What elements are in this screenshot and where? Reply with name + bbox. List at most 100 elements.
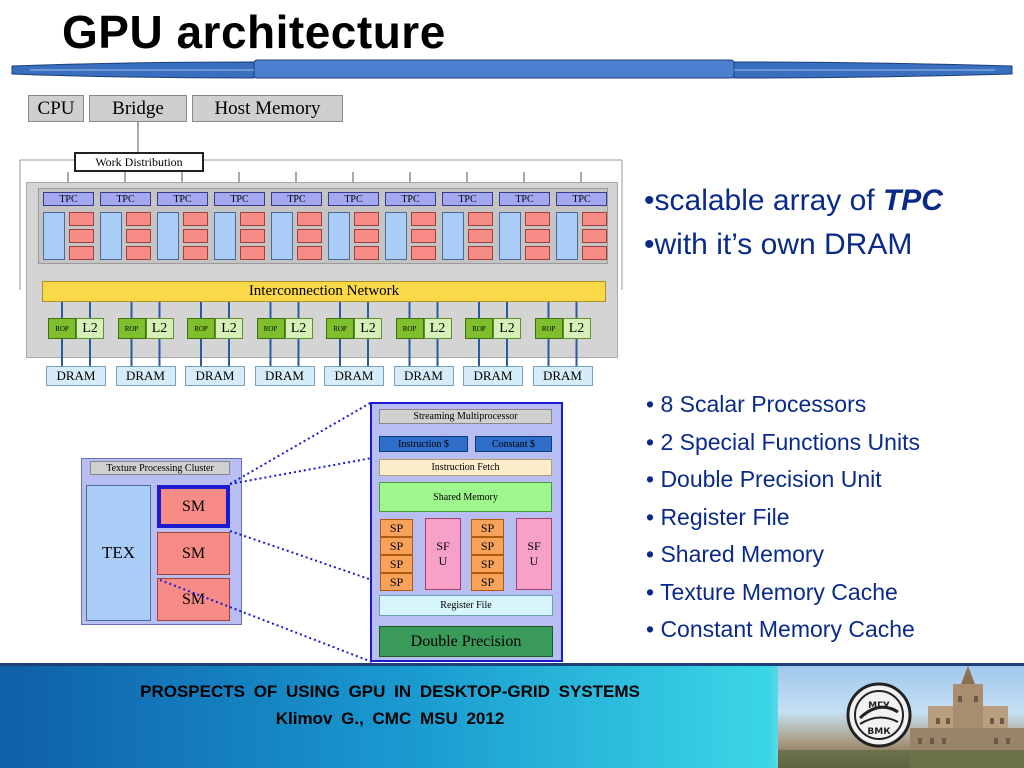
- tpc-sm-block: [525, 212, 550, 226]
- sp-unit: SP: [471, 555, 504, 573]
- tpc-sm-block: [411, 229, 436, 243]
- tpc-sm-block: [183, 212, 208, 226]
- feature-item: • Register File: [646, 503, 790, 530]
- tpc-unit: TPC: [556, 192, 607, 262]
- feature-item: • Shared Memory: [646, 541, 825, 567]
- sp-unit: SP: [380, 555, 413, 573]
- l2-cache: L2: [76, 318, 104, 339]
- tpc-sm-block: [297, 229, 322, 243]
- footer-author: Klimov G., CMC MSU 2012: [275, 709, 505, 728]
- feature-item: • Double Precision Unit: [646, 466, 882, 492]
- tpc-unit: TPC: [385, 192, 436, 262]
- tpc-sm-block: [354, 229, 379, 243]
- tpc-tex-block: [385, 212, 407, 260]
- dram-module: DRAM: [185, 366, 245, 386]
- l2-cache: L2: [493, 318, 521, 339]
- rop-unit: ROP: [187, 318, 215, 339]
- tpc-unit: TPC: [214, 192, 265, 262]
- tpc-sm-block: [468, 246, 493, 260]
- rop-unit: ROP: [117, 318, 146, 339]
- constant-cache: Constant $: [475, 436, 552, 452]
- slide-title: GPU architecture: [62, 6, 446, 58]
- sm-unit-2: SM: [157, 532, 230, 575]
- sp-unit: SP: [471, 573, 504, 591]
- tpc-sm-block: [468, 212, 493, 226]
- tpc-sm-block: [240, 246, 265, 260]
- shared-memory: Shared Memory: [379, 482, 552, 512]
- work-distribution-box: Work Distribution: [74, 152, 204, 172]
- dram-module: DRAM: [254, 366, 315, 386]
- double-precision-unit: Double Precision: [379, 626, 553, 657]
- tpc-unit: TPC: [328, 192, 379, 262]
- tpc-unit: TPC: [442, 192, 493, 262]
- sm-title: Streaming Multiprocessor: [379, 409, 552, 424]
- tpc-sm-block: [69, 246, 94, 260]
- streaming-multiprocessor: Streaming Multiprocessor Instruction $ C…: [370, 402, 563, 662]
- tpc-sm-block: [582, 246, 607, 260]
- rop-unit: ROP: [326, 318, 354, 339]
- sp-unit: SP: [471, 537, 504, 555]
- tpc-sm-block: [297, 212, 322, 226]
- texture-processing-cluster: Texture Processing Cluster TEX SM SM SM: [81, 458, 242, 625]
- dram-module: DRAM: [532, 366, 593, 386]
- cpu-box: CPU: [28, 95, 84, 122]
- bridge-box: Bridge: [89, 95, 187, 122]
- gpu-architecture-diagram: CPU Bridge Host Memory Work Distribution…: [0, 0, 640, 400]
- tpc-unit: TPC: [100, 192, 151, 262]
- tpc-tex-block: [157, 212, 179, 260]
- tpc-sm-block: [525, 246, 550, 260]
- tpc-unit: TPC: [43, 192, 94, 262]
- tpc-sm-block: [582, 212, 607, 226]
- tpc-sm-block: [354, 246, 379, 260]
- tpc-row: TPC TPC TPC TPC TPC TPC: [0, 0, 640, 400]
- tpc-label: TPC: [43, 192, 94, 206]
- tpc-sm-block: [240, 212, 265, 226]
- tpc-sm-block: [183, 246, 208, 260]
- footer-title: PROSPECTS OF USING GPU IN DESKTOP-GRID S…: [140, 682, 640, 701]
- tpc-cluster-title: Texture Processing Cluster: [90, 461, 230, 475]
- sfu-unit: SF U: [516, 518, 552, 590]
- sfu-label-line1: SF: [527, 539, 541, 553]
- feature-item: • 2 Special Functions Units: [646, 428, 920, 455]
- tpc-tex-block: [100, 212, 122, 260]
- faculty-logo: МГУ ВМК: [846, 682, 912, 748]
- tpc-sm-block: [183, 229, 208, 243]
- feature-item: • Texture Memory Cache: [646, 578, 898, 605]
- dram-module: DRAM: [463, 366, 523, 386]
- bullet-own-dram: •with it’s own DRAM: [644, 228, 913, 261]
- bullet-scalable-array: •scalable array of TPC: [644, 179, 1024, 223]
- tpc-label: TPC: [385, 192, 436, 206]
- tpc-label: TPC: [499, 192, 550, 206]
- tpc-sm-block: [69, 229, 94, 243]
- sp-unit: SP: [380, 537, 413, 555]
- tpc-label: TPC: [157, 192, 208, 206]
- tpc-label: TPC: [442, 192, 493, 206]
- tpc-sm-block: [468, 229, 493, 243]
- tpc-tex-block: [499, 212, 521, 260]
- tpc-unit: TPC: [157, 192, 208, 262]
- rop-unit: ROP: [48, 318, 76, 339]
- tpc-label: TPC: [214, 192, 265, 206]
- l2-cache: L2: [562, 318, 591, 339]
- memory-connectors: [61, 302, 578, 366]
- instruction-cache: Instruction $: [379, 436, 468, 452]
- l2-cache: L2: [284, 318, 313, 339]
- l2-cache: L2: [423, 318, 452, 339]
- tpc-sm-block: [126, 229, 151, 243]
- tpc-label: TPC: [271, 192, 322, 206]
- host-memory-box: Host Memory: [192, 95, 343, 122]
- university-photo: МГУ ВМК: [778, 666, 1024, 768]
- instruction-fetch: Instruction Fetch: [379, 459, 552, 476]
- tpc-sm-block: [126, 212, 151, 226]
- tpc-sm-block: [411, 246, 436, 260]
- logo-text-top: МГУ: [868, 701, 890, 711]
- header-divider: [11, 59, 1013, 79]
- sp-unit: SP: [471, 519, 504, 537]
- tpc-tex-block: [442, 212, 464, 260]
- tpc-sm-block: [411, 212, 436, 226]
- feature-item: • Constant Memory Cache: [646, 616, 915, 642]
- bullet-text: •scalable array of: [644, 184, 883, 217]
- tpc-sm-block: [582, 229, 607, 243]
- tpc-sm-block: [69, 212, 94, 226]
- rop-unit: ROP: [395, 318, 424, 339]
